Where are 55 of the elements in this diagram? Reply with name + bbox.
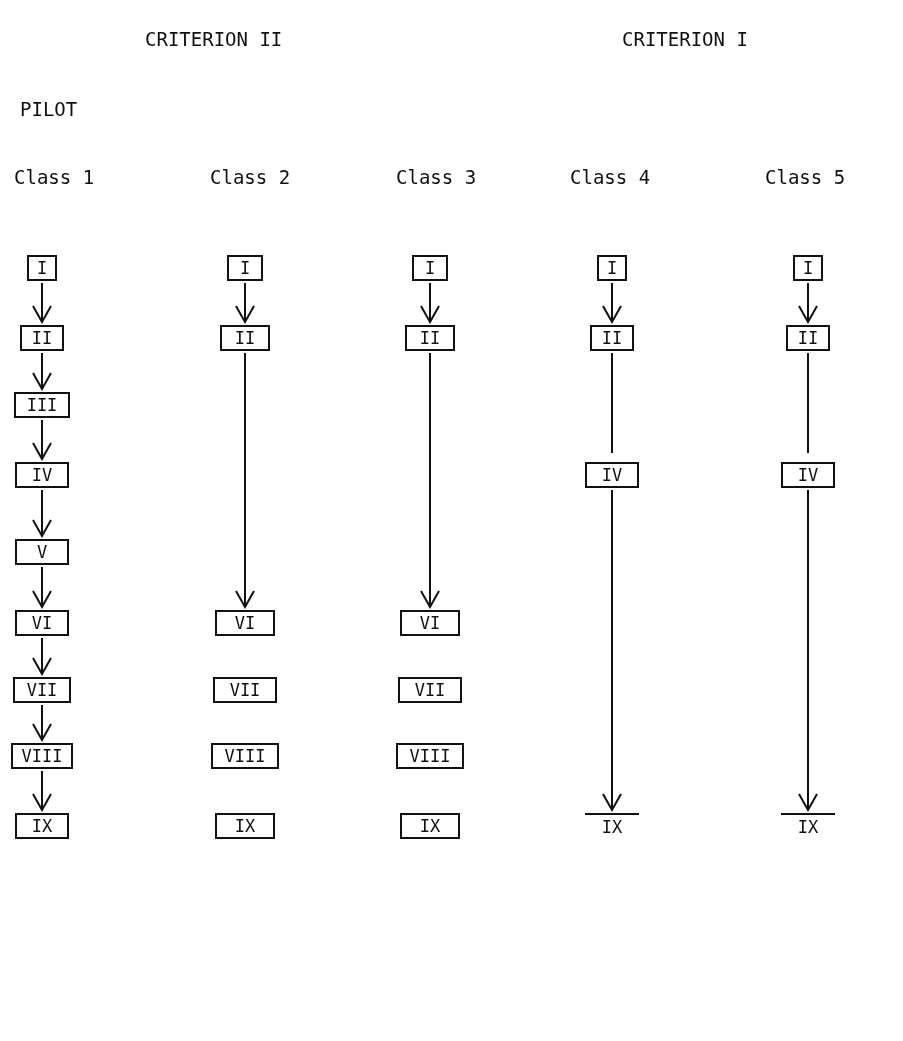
arrow — [602, 282, 622, 323]
connector-line — [807, 352, 809, 454]
roman-numeral-box: VII — [213, 677, 277, 703]
column-heading: Class 2 — [210, 166, 291, 188]
roman-numeral-box: VIII — [211, 743, 279, 769]
roman-numeral-box: VIII — [396, 743, 464, 769]
arrow — [420, 282, 440, 323]
roman-numeral-box: IV — [781, 462, 835, 488]
roman-numeral-box: VII — [13, 677, 71, 703]
roman-numeral-box: I — [27, 255, 57, 281]
roman-numeral-box: VIII — [11, 743, 73, 769]
roman-numeral-box: I — [227, 255, 263, 281]
roman-numeral-box: II — [220, 325, 270, 351]
arrow — [602, 489, 622, 811]
column-heading: Class 1 — [14, 166, 95, 188]
roman-numeral-box: IX — [15, 813, 69, 839]
group-heading: PILOT — [20, 98, 78, 120]
column-heading: Class 5 — [765, 166, 846, 188]
roman-numeral-box: VI — [400, 610, 460, 636]
column-heading: Class 4 — [570, 166, 651, 188]
arrow — [32, 282, 52, 323]
roman-numeral-box: I — [412, 255, 448, 281]
arrow — [798, 489, 818, 811]
criterion-heading: CRITERION II — [145, 28, 283, 50]
arrow — [32, 489, 52, 537]
roman-numeral-box: V — [15, 539, 69, 565]
roman-numeral-box: IX — [215, 813, 275, 839]
criterion-heading: CRITERION I — [622, 28, 748, 50]
arrow — [32, 352, 52, 390]
roman-numeral-box: IX — [400, 813, 460, 839]
arrow — [32, 419, 52, 460]
roman-numeral-box: IV — [585, 462, 639, 488]
arrow — [235, 282, 255, 323]
arrow — [32, 566, 52, 608]
arrow — [32, 637, 52, 675]
arrow — [235, 352, 255, 608]
roman-numeral-box: I — [597, 255, 627, 281]
connector-line — [611, 352, 613, 454]
arrow — [32, 704, 52, 741]
roman-numeral-box: II — [20, 325, 64, 351]
column-heading: Class 3 — [396, 166, 477, 188]
roman-numeral-box: VII — [398, 677, 462, 703]
arrow — [420, 352, 440, 608]
roman-numeral-box: II — [786, 325, 830, 351]
roman-numeral-box: IV — [15, 462, 69, 488]
roman-numeral-box: II — [590, 325, 634, 351]
arrow — [32, 770, 52, 811]
roman-numeral-box: III — [14, 392, 70, 418]
roman-numeral-box: II — [405, 325, 455, 351]
roman-numeral-box: VI — [215, 610, 275, 636]
overlined-label: IX — [781, 813, 835, 839]
arrow — [798, 282, 818, 323]
roman-numeral-box: I — [793, 255, 823, 281]
roman-numeral-box: VI — [15, 610, 69, 636]
overlined-label: IX — [585, 813, 639, 839]
